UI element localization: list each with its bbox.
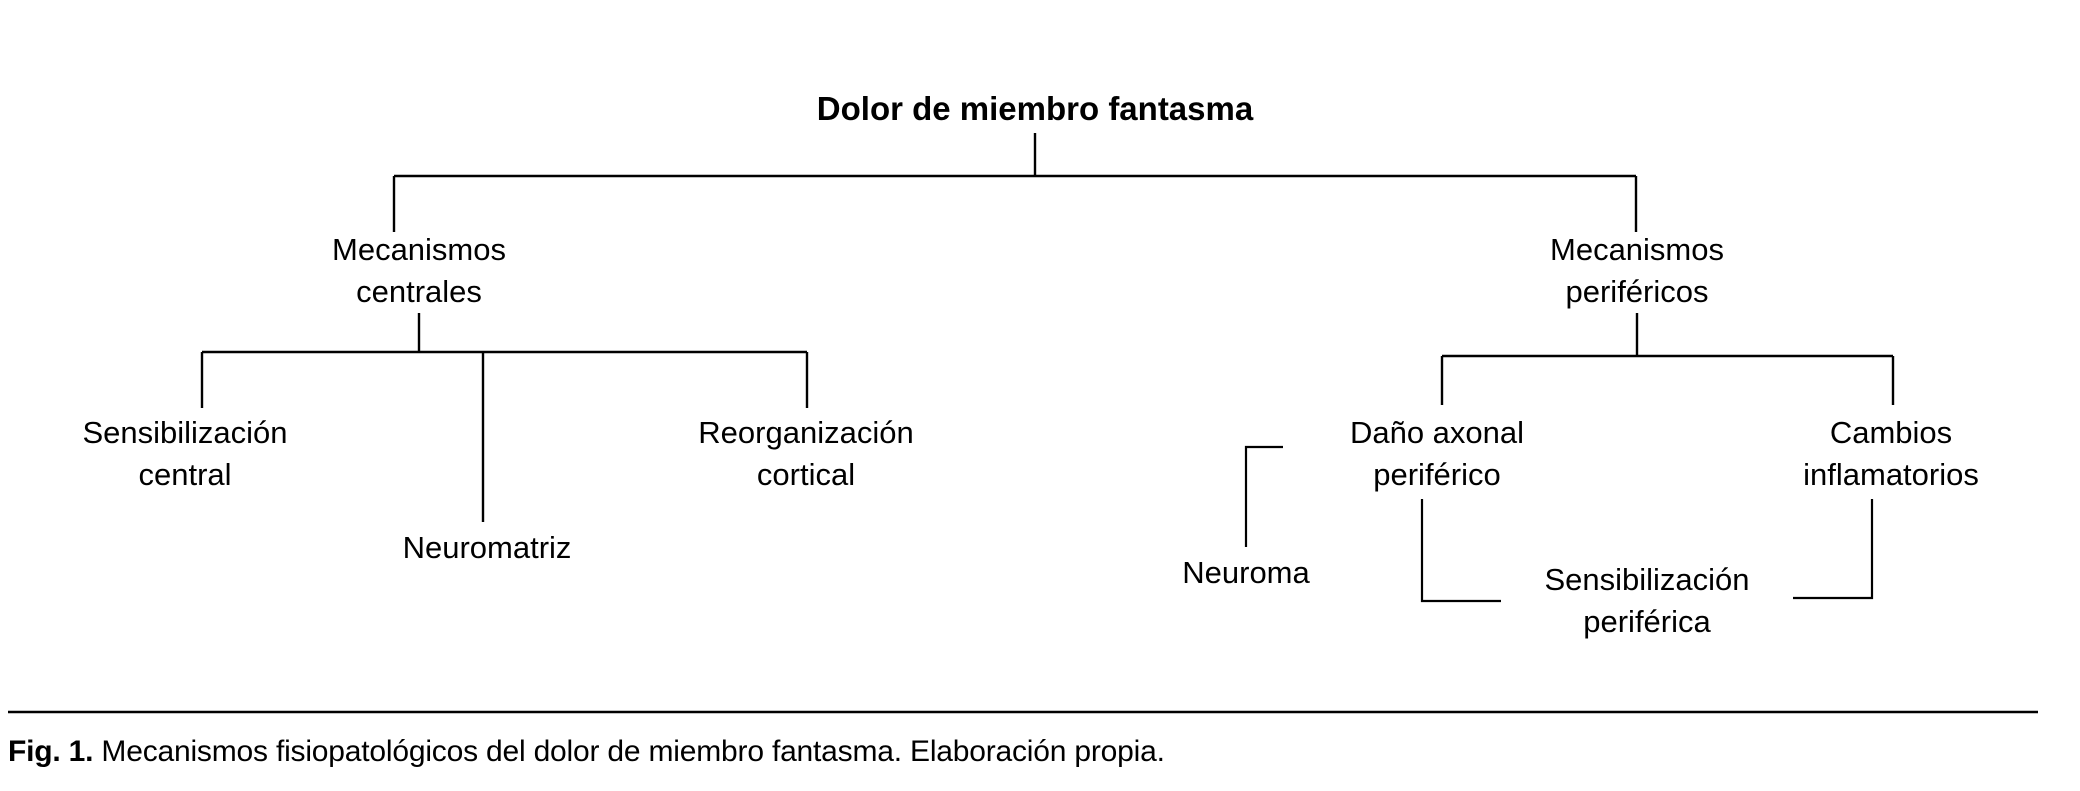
node-centrales-label-line2: centrales (356, 274, 482, 309)
node-root-label: Dolor de miembro fantasma (817, 90, 1254, 127)
node-sensibilizacion-central-label-line1: Sensibilización (82, 415, 287, 450)
node-perifericos-label-line1: Mecanismos (1550, 232, 1724, 267)
edge-cambios-to-sensibilizacion-periferica (1793, 499, 1874, 600)
figure-caption-text: Mecanismos fisiopatológicos del dolor de… (101, 735, 1165, 768)
node-sensibilizacion-periferica-label-line1: Sensibilización (1544, 562, 1749, 597)
node-cambios-inflamatorios-label-line1: Cambios (1830, 415, 1952, 450)
node-sensibilizacion-periferica-label-line2: periférica (1583, 604, 1711, 639)
node-cambios-inflamatorios-label-line2: inflamatorios (1803, 457, 1979, 492)
figure-caption-label: Fig. 1. (8, 735, 94, 768)
edge-dano-to-neuroma (1244, 445, 1283, 547)
node-dano-axonal-label-line2: periférico (1373, 457, 1501, 492)
node-centrales-label-line1: Mecanismos (332, 232, 506, 267)
node-neuromatriz-label: Neuromatriz (403, 530, 572, 565)
node-perifericos-label-line2: periféricos (1566, 274, 1709, 309)
node-sensibilizacion-central-label-line2: central (138, 457, 231, 492)
figure-caption: Fig. 1. Mecanismos fisiopatológicos del … (8, 735, 2068, 769)
node-reorganizacion-cortical-label-line1: Reorganización (698, 415, 913, 450)
node-reorganizacion-cortical-label-line2: cortical (757, 457, 855, 492)
node-neuroma-label: Neuroma (1182, 555, 1310, 590)
node-dano-axonal-label-line1: Daño axonal (1350, 415, 1524, 450)
edge-dano-to-sensibilizacion-periferica (1420, 499, 1501, 603)
